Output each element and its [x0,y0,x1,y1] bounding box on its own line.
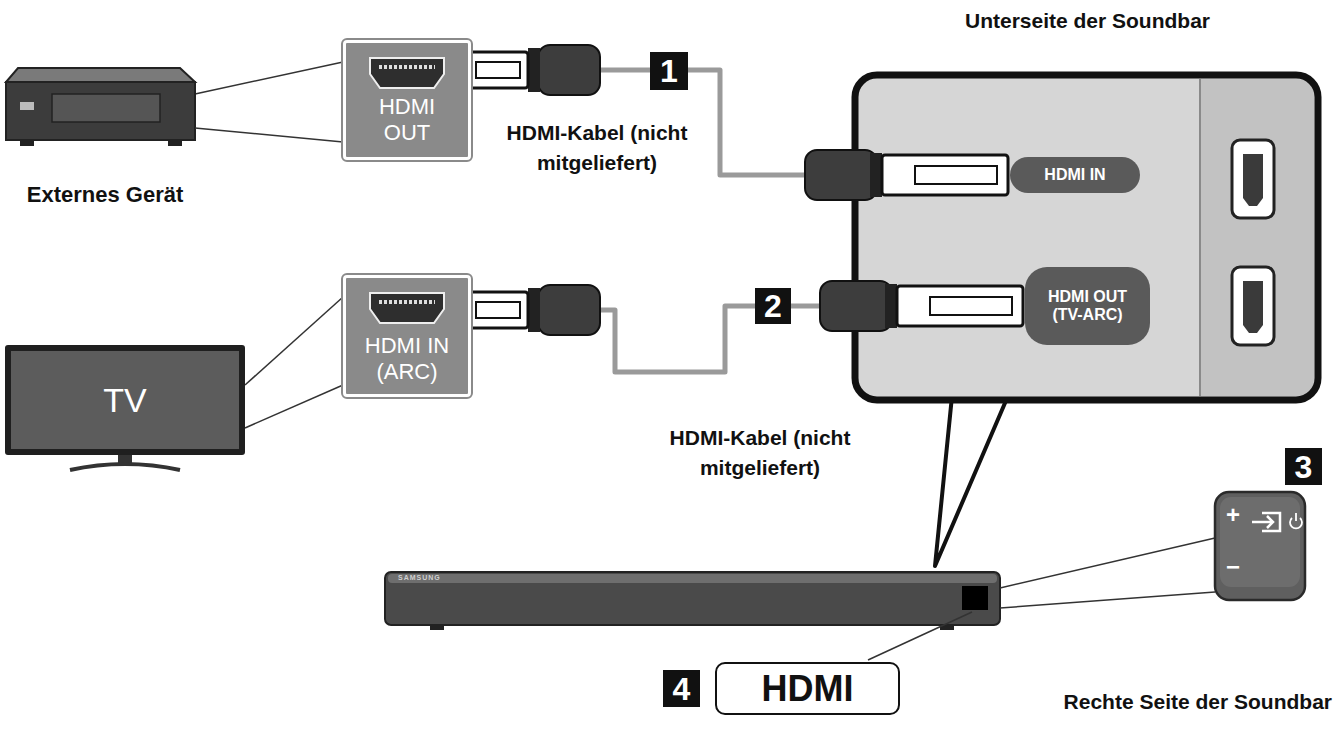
node-text: HDMI IN (ARC) [354,333,460,384]
plug-boot [805,150,877,200]
tv-base [70,464,180,470]
cable-label-box: HDMI-Kabel (nicht mitgeliefert) [486,118,708,179]
hdmi-plug [805,150,1008,200]
plug-contact [915,166,997,184]
plug-boot [538,45,600,95]
device-node: Externes Gerät [5,52,205,212]
callout-number: 3 [1295,451,1313,483]
callout-number-box: 3 [1285,448,1322,485]
port-label: HDMI OUT (TV-ARC) [1025,267,1150,345]
hdmi-socket [1232,267,1274,345]
leader-line [1000,538,1215,588]
leader-line [868,612,972,660]
panel-illustration [780,5,1325,410]
plug-contact [476,62,520,78]
port-callout: HDMI OUT [343,40,471,160]
soundbar-top [388,574,997,583]
input-icon [1252,516,1273,528]
side-panel-node: Rechte Seite der Soundbar [1010,488,1332,718]
display-window [962,586,988,610]
plug-boot [820,281,892,331]
plug-contact [930,297,1012,315]
port-icon [367,55,447,91]
cable-label: HDMI-Kabel (nicht mitgeliefert) [640,423,880,484]
device-foot [168,140,182,146]
soundbar-foot [430,625,444,630]
panel-side-strip [1200,79,1314,396]
display-readout: HDMI [715,662,900,715]
device-foot [20,140,34,146]
port-pins [379,65,435,69]
hdmi-socket-inner [1243,154,1263,206]
callout-number-box: 2 [755,288,791,324]
device-display [52,94,160,122]
callout-wedge-line [195,128,343,142]
brand-logo-box: SAMSUNG [398,574,458,581]
callout-wedge-line [195,62,343,94]
port-shape [370,293,444,323]
plug-boot [538,285,600,335]
hdmi-socket [1232,140,1274,218]
soundbar [385,572,1000,630]
plug-ring [870,153,882,197]
cable-label: HDMI-Kabel (nicht mitgeliefert) [486,118,708,179]
callout-wedge-line [245,385,343,428]
hdmi-plug [468,45,600,95]
plug-head [882,155,1008,195]
node-text: TV [103,381,146,420]
device-button [20,102,34,110]
leader-line [1000,592,1215,608]
button-panel-body [1215,492,1305,600]
power-icon [1290,513,1302,528]
port-icon [367,290,447,326]
node-text: Rechte Seite der Soundbar [1064,690,1332,714]
cable-label-box: HDMI-Kabel (nicht mitgeliefert) [640,423,880,484]
port-label: HDMI IN [1010,157,1140,193]
port-pins [379,300,435,304]
hdmi-plug [468,285,600,335]
tv-stand [70,455,180,470]
callout-number: 4 [673,673,691,705]
plug-ring [885,284,897,328]
tv-screen: TV [5,345,245,455]
plug-contact [476,302,520,318]
node-text: HDMI OUT [354,94,460,145]
node-text: Unterseite der Soundbar [855,5,1320,33]
button-label-box: + [1226,503,1248,527]
node-text: Externes Gerät [27,182,184,208]
device-front [6,82,195,140]
plug-ring [528,48,540,92]
hdmi-socket-inner [1243,281,1263,333]
node-text: HDMI [762,668,854,710]
button-label: − [1226,555,1248,579]
device-top [6,68,195,82]
panel-ground [855,75,1318,400]
callout-number: 2 [764,290,782,322]
callout-number-box: 1 [650,52,688,90]
callout-number: 1 [660,55,678,87]
port-shape [370,58,444,88]
callout-wedge-line [245,297,343,385]
hdmi-plug [820,281,1023,331]
plug-ring [528,288,540,332]
button-panel-face [1220,497,1300,587]
button-panel [1215,492,1305,600]
plug-head [468,52,528,88]
plug-head [468,292,528,328]
callout-number-box: 4 [663,670,700,707]
button-label-box: − [1226,555,1248,579]
brand-logo: SAMSUNG [398,574,458,581]
port-callout: HDMI IN (ARC) [343,275,471,397]
node-text: HDMI OUT (TV-ARC) [1033,288,1142,325]
plug-head [897,286,1023,326]
panel-frame [855,75,1318,400]
button-label: + [1226,503,1248,527]
external-device [6,68,195,146]
soundbar-bottom-panel: Unterseite der SoundbarHDMI IN HDMI OUT (… [780,5,1325,414]
panel-callout-tail [935,396,1008,566]
soundbar-body [385,572,1000,625]
panel-edge [1199,79,1201,396]
node-text: HDMI IN [1044,166,1105,184]
